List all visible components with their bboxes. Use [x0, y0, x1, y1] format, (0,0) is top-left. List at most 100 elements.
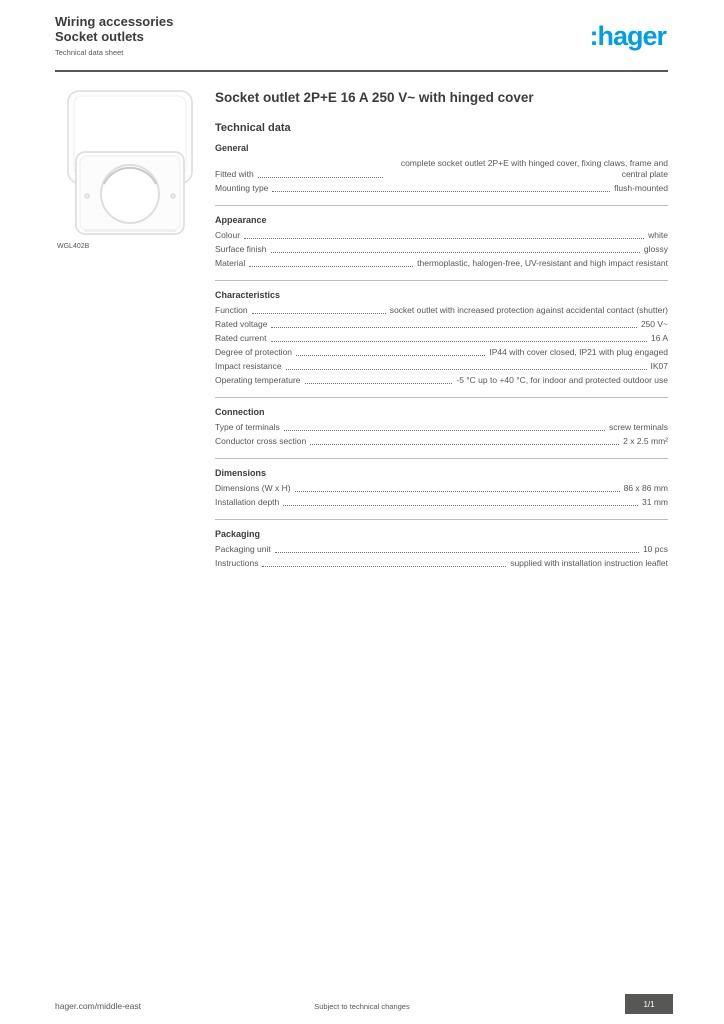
dotted-leader — [296, 355, 486, 356]
spec-value: white — [648, 230, 668, 240]
screw-right-icon — [170, 193, 176, 199]
spec-label: Type of terminals — [215, 422, 280, 432]
dotted-leader — [310, 444, 620, 445]
spec-row: Dimensions (W x H) 86 x 86 mm — [215, 483, 668, 494]
spec-label: Colour — [215, 230, 241, 240]
spec-row: Degree of protection IP44 with cover clos… — [215, 347, 668, 358]
spec-value: thermoplastic, halogen-free, UV-resistan… — [417, 258, 668, 268]
spec-group-heading: General — [215, 143, 249, 153]
spec-row: Conductor cross section 2 x 2.5 mm² — [215, 436, 668, 447]
technical-data-heading: Technical data — [215, 122, 291, 134]
dotted-leader — [257, 177, 384, 178]
header-category: Wiring accessories — [55, 14, 174, 29]
header-subcategory: Socket outlets — [55, 29, 144, 44]
dotted-leader — [270, 252, 640, 253]
spec-group-heading: Connection — [215, 407, 265, 417]
spec-group-heading: Dimensions — [215, 468, 267, 478]
spec-label: Mounting type — [215, 183, 269, 193]
spec-value: flush-mounted — [614, 183, 668, 193]
spec-value: screw terminals — [608, 422, 668, 432]
page-title: Socket outlet 2P+E 16 A 250 V~ with hing… — [215, 90, 534, 105]
page-number-badge: 1/1 — [625, 994, 673, 1014]
spec-row: Packaging unit 10 pcs — [215, 544, 668, 555]
dotted-leader — [262, 566, 507, 567]
spec-value: socket outlet with increased protection … — [389, 305, 668, 315]
spec-row: Fitted with complete socket outlet 2P+E w… — [215, 158, 668, 180]
footer-website-link[interactable]: hager.com/middle-east — [55, 1000, 144, 1012]
dotted-leader — [249, 266, 414, 267]
spec-value: 86 x 86 mm — [623, 483, 668, 493]
spec-label: Rated current — [215, 333, 267, 343]
plate-bottom-shadow — [84, 229, 176, 232]
spec-row: Rated voltage 250 V~ — [215, 319, 668, 330]
header: Wiring accessories Socket outlets Techni… — [55, 14, 173, 57]
product-image — [67, 90, 193, 235]
spec-value: 10 pcs — [642, 544, 668, 554]
spec-label: Impact resistance — [215, 361, 282, 371]
spec-value: -5 °C up to +40 °C, for indoor and prote… — [456, 375, 668, 385]
spec-label: Packaging unit — [215, 544, 271, 554]
main-content: Socket outlet 2P+E 16 A 250 V~ with hing… — [215, 90, 668, 580]
cover-plate — [75, 151, 185, 235]
dotted-leader — [283, 505, 639, 506]
spec-row: Type of terminals screw terminals — [215, 422, 668, 433]
dotted-leader — [304, 383, 453, 384]
spec-value: IP44 with cover closed, IP21 with plug e… — [489, 347, 668, 357]
spec-row: Material thermoplastic, halogen-free, UV-… — [215, 258, 668, 269]
screw-left-icon — [84, 193, 90, 199]
header-divider — [55, 70, 668, 72]
spec-label: Dimensions (W x H) — [215, 483, 291, 493]
dotted-leader — [274, 552, 639, 553]
spec-label: Operating temperature — [215, 375, 301, 385]
spec-value: glossy — [643, 244, 668, 254]
dotted-leader — [271, 327, 637, 328]
spec-group-heading: Characteristics — [215, 290, 281, 300]
spec-row: Installation depth 31 mm — [215, 497, 668, 508]
spec-label: Material — [215, 258, 246, 268]
dotted-leader — [285, 369, 647, 370]
dotted-leader — [270, 341, 647, 342]
spec-value: 250 V~ — [640, 319, 668, 329]
spec-row: Colour white — [215, 230, 668, 241]
spec-group-heading: Packaging — [215, 529, 261, 539]
spec-label: Surface finish — [215, 244, 267, 254]
spec-label: Instructions — [215, 558, 259, 568]
spec-value: 2 x 2.5 mm² — [623, 436, 668, 446]
dotted-leader — [244, 238, 645, 239]
spec-label: Rated voltage — [215, 319, 268, 329]
header-doc-type: Technical data sheet — [55, 48, 124, 57]
spec-label: Degree of protection — [215, 347, 293, 357]
product-reference: WGL402B — [57, 243, 90, 250]
spec-row: Surface finish glossy — [215, 244, 668, 255]
spec-row: Mounting type flush-mounted — [215, 183, 668, 194]
dotted-leader — [272, 191, 611, 192]
spec-row: Impact resistance IK07 — [215, 361, 668, 372]
spec-group-heading: Appearance — [215, 215, 267, 225]
footer-note: Subject to technical changes — [314, 1002, 410, 1011]
spec-value: 31 mm — [642, 497, 668, 507]
spec-value: complete socket outlet 2P+E with hinged … — [400, 158, 668, 179]
spec-row: Rated current 16 A — [215, 333, 668, 344]
spec-row: Operating temperature -5 °C up to +40 °C,… — [215, 375, 668, 386]
dotted-leader — [283, 430, 605, 431]
spec-value: IK07 — [650, 361, 669, 371]
dotted-leader — [294, 491, 620, 492]
socket-opening — [100, 164, 160, 224]
spec-label: Fitted with — [215, 169, 254, 179]
hager-logo: :hager — [589, 21, 667, 51]
product-photo — [60, 88, 200, 238]
spec-value: 16 A — [650, 333, 668, 343]
spec-row: Instructions supplied with installation i… — [215, 558, 668, 569]
spec-label: Installation depth — [215, 497, 280, 507]
dotted-leader — [251, 313, 386, 314]
spec-value: supplied with installation instruction l… — [510, 558, 668, 568]
spec-label: Conductor cross section — [215, 436, 307, 446]
